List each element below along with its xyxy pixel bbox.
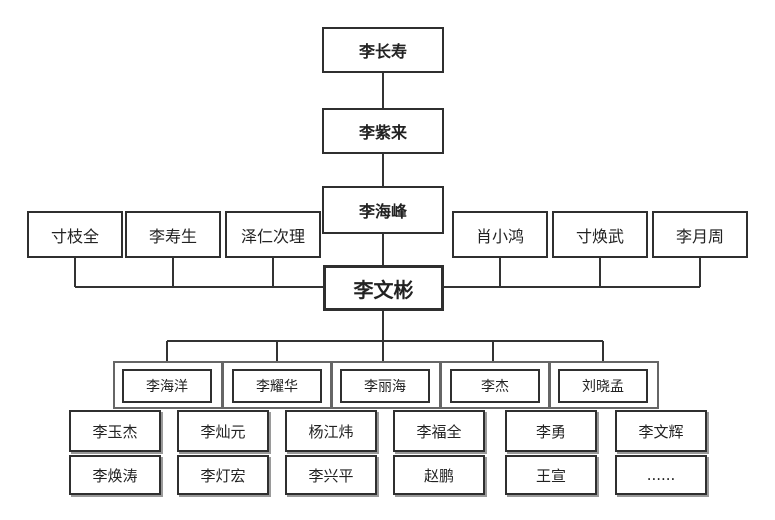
grandchild-box-r2-6: ......	[615, 455, 707, 495]
ancestor-name-2: 李紫来	[358, 123, 407, 142]
left-relative-box-3: 泽仁次理	[225, 211, 321, 258]
right-relative-name-3: 李月周	[675, 226, 724, 246]
child-name-1: 李海洋	[146, 379, 188, 395]
child-box-2: 李耀华	[232, 369, 322, 403]
left-relative-name-3: 泽仁次理	[240, 226, 305, 246]
right-relative-box-3: 李月周	[652, 211, 748, 258]
grandchild-box-r1-5: 李勇	[505, 410, 597, 452]
child-name-3: 李丽海	[364, 379, 406, 395]
grandchild-name-r1-4: 李福全	[416, 422, 462, 441]
grandchild-name-r2-1: 李焕涛	[92, 466, 138, 485]
grandchild-box-r1-3: 杨江炜	[285, 410, 377, 452]
grandchild-name-r2-5: 王宣	[535, 466, 566, 485]
ancestor-name-1: 李长寿	[358, 42, 407, 61]
grandchild-box-r1-1: 李玉杰	[69, 410, 161, 452]
child-frame-5	[549, 361, 659, 409]
grandchild-box-r2-1: 李焕涛	[69, 455, 161, 495]
child-name-4: 李杰	[481, 379, 509, 395]
child-box-3: 李丽海	[340, 369, 430, 403]
grandchild-box-r2-5: 王宣	[505, 455, 597, 495]
child-box-1: 李海洋	[122, 369, 212, 403]
left-relative-box-1: 寸枝全	[27, 211, 123, 258]
left-relative-box-2: 李寿生	[125, 211, 221, 258]
grandchild-name-r2-3: 李兴平	[308, 466, 354, 485]
grandchild-name-r2-4: 赵鹏	[423, 466, 454, 485]
grandchild-box-r1-4: 李福全	[393, 410, 485, 452]
focus-person-name: 李文彬	[353, 277, 414, 302]
right-relative-box-1: 肖小鸿	[452, 211, 548, 258]
child-name-2: 李耀华	[256, 379, 298, 395]
grandchild-name-r2-2: 李灯宏	[200, 466, 246, 485]
grandchild-name-r2-6: ......	[646, 466, 676, 484]
ancestor-box-3: 李海峰	[322, 186, 444, 234]
left-relative-name-1: 寸枝全	[50, 226, 99, 246]
grandchild-box-r2-3: 李兴平	[285, 455, 377, 495]
left-relative-name-2: 李寿生	[148, 226, 197, 246]
child-name-5: 刘晓孟	[582, 379, 624, 395]
grandchild-box-r2-4: 赵鹏	[393, 455, 485, 495]
child-box-5: 刘晓孟	[558, 369, 648, 403]
grandchild-name-r1-3: 杨江炜	[308, 422, 354, 441]
grandchild-box-r2-2: 李灯宏	[177, 455, 269, 495]
right-relative-name-1: 肖小鸿	[475, 226, 524, 246]
focus-person-box: 李文彬	[323, 265, 444, 311]
grandchild-name-r1-5: 李勇	[535, 422, 566, 441]
ancestor-box-1: 李长寿	[322, 27, 444, 73]
right-relative-name-2: 寸焕武	[575, 226, 624, 246]
grandchild-box-r1-6: 李文辉	[615, 410, 707, 452]
grandchild-name-r1-2: 李灿元	[200, 422, 246, 441]
child-box-4: 李杰	[450, 369, 540, 403]
ancestor-box-2: 李紫来	[322, 108, 444, 154]
grandchild-name-r1-6: 李文辉	[638, 422, 684, 441]
grandchild-box-r1-2: 李灿元	[177, 410, 269, 452]
grandchild-name-r1-1: 李玉杰	[92, 422, 138, 441]
right-relative-box-2: 寸焕武	[552, 211, 648, 258]
ancestor-name-3: 李海峰	[358, 202, 407, 221]
